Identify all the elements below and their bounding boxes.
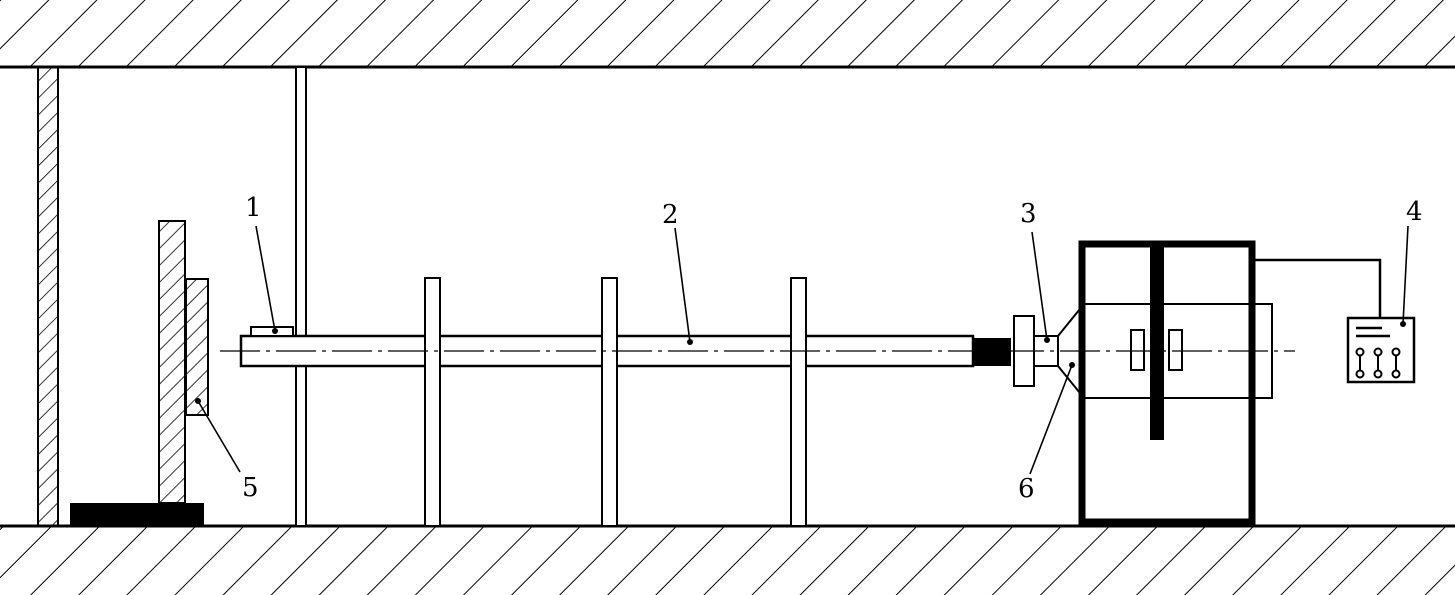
floor-hatch xyxy=(0,526,1455,595)
base-plate xyxy=(70,503,204,525)
left-wall xyxy=(37,66,59,527)
chamber-window xyxy=(1130,329,1145,371)
target-stand xyxy=(158,220,186,504)
chamber-window xyxy=(1168,329,1183,371)
sensor-component xyxy=(250,326,294,337)
leader-lines xyxy=(197,225,1409,475)
barrel-support xyxy=(424,277,441,527)
barrel-support xyxy=(790,277,807,527)
control-knob xyxy=(1355,347,1365,357)
gun-frame xyxy=(1078,240,1256,526)
coupling-block xyxy=(973,338,1011,366)
control-knob xyxy=(1355,369,1365,379)
control-knob xyxy=(1373,347,1383,357)
control-knob xyxy=(1391,347,1401,357)
leader-dots xyxy=(195,321,1406,404)
barrel-support xyxy=(601,277,618,527)
callout-3: 3 xyxy=(1020,199,1037,229)
control-knob xyxy=(1373,369,1383,379)
target-plate xyxy=(185,278,209,416)
callout-6: 6 xyxy=(1018,474,1035,504)
ceiling-hatch xyxy=(0,0,1455,67)
callout-1: 1 xyxy=(245,193,262,223)
callout-5: 5 xyxy=(242,473,259,503)
frame-post xyxy=(1150,244,1164,440)
callout-2: 2 xyxy=(662,200,679,230)
support-column xyxy=(295,66,307,527)
control-wire xyxy=(1252,258,1382,318)
control-knob xyxy=(1391,369,1401,379)
callout-4: 4 xyxy=(1406,197,1423,227)
